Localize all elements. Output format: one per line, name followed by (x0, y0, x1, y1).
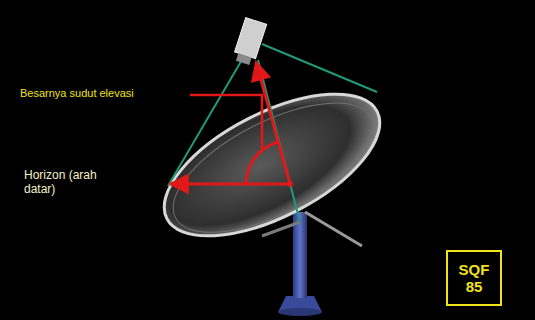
logo-box: SQF 85 (446, 250, 502, 306)
elevation-angle-arc (246, 142, 278, 184)
leader-line (190, 95, 262, 148)
feed-horn (235, 18, 267, 59)
horizon-arrow (170, 183, 290, 186)
pivot-point (287, 181, 293, 187)
feed-horn-neck (236, 53, 252, 65)
dish-base-foot (278, 308, 322, 316)
logo-text: SQF 85 (454, 261, 494, 296)
dish-rim-inner (154, 77, 392, 259)
feed-strut (262, 44, 377, 92)
axis-label: Horizon (arah datar) (24, 168, 102, 197)
dish-reflector (143, 65, 400, 265)
callout-label: Besarnya sudut elevasi (20, 87, 190, 100)
feed-strut (168, 58, 243, 186)
adjust-arm (305, 212, 362, 246)
